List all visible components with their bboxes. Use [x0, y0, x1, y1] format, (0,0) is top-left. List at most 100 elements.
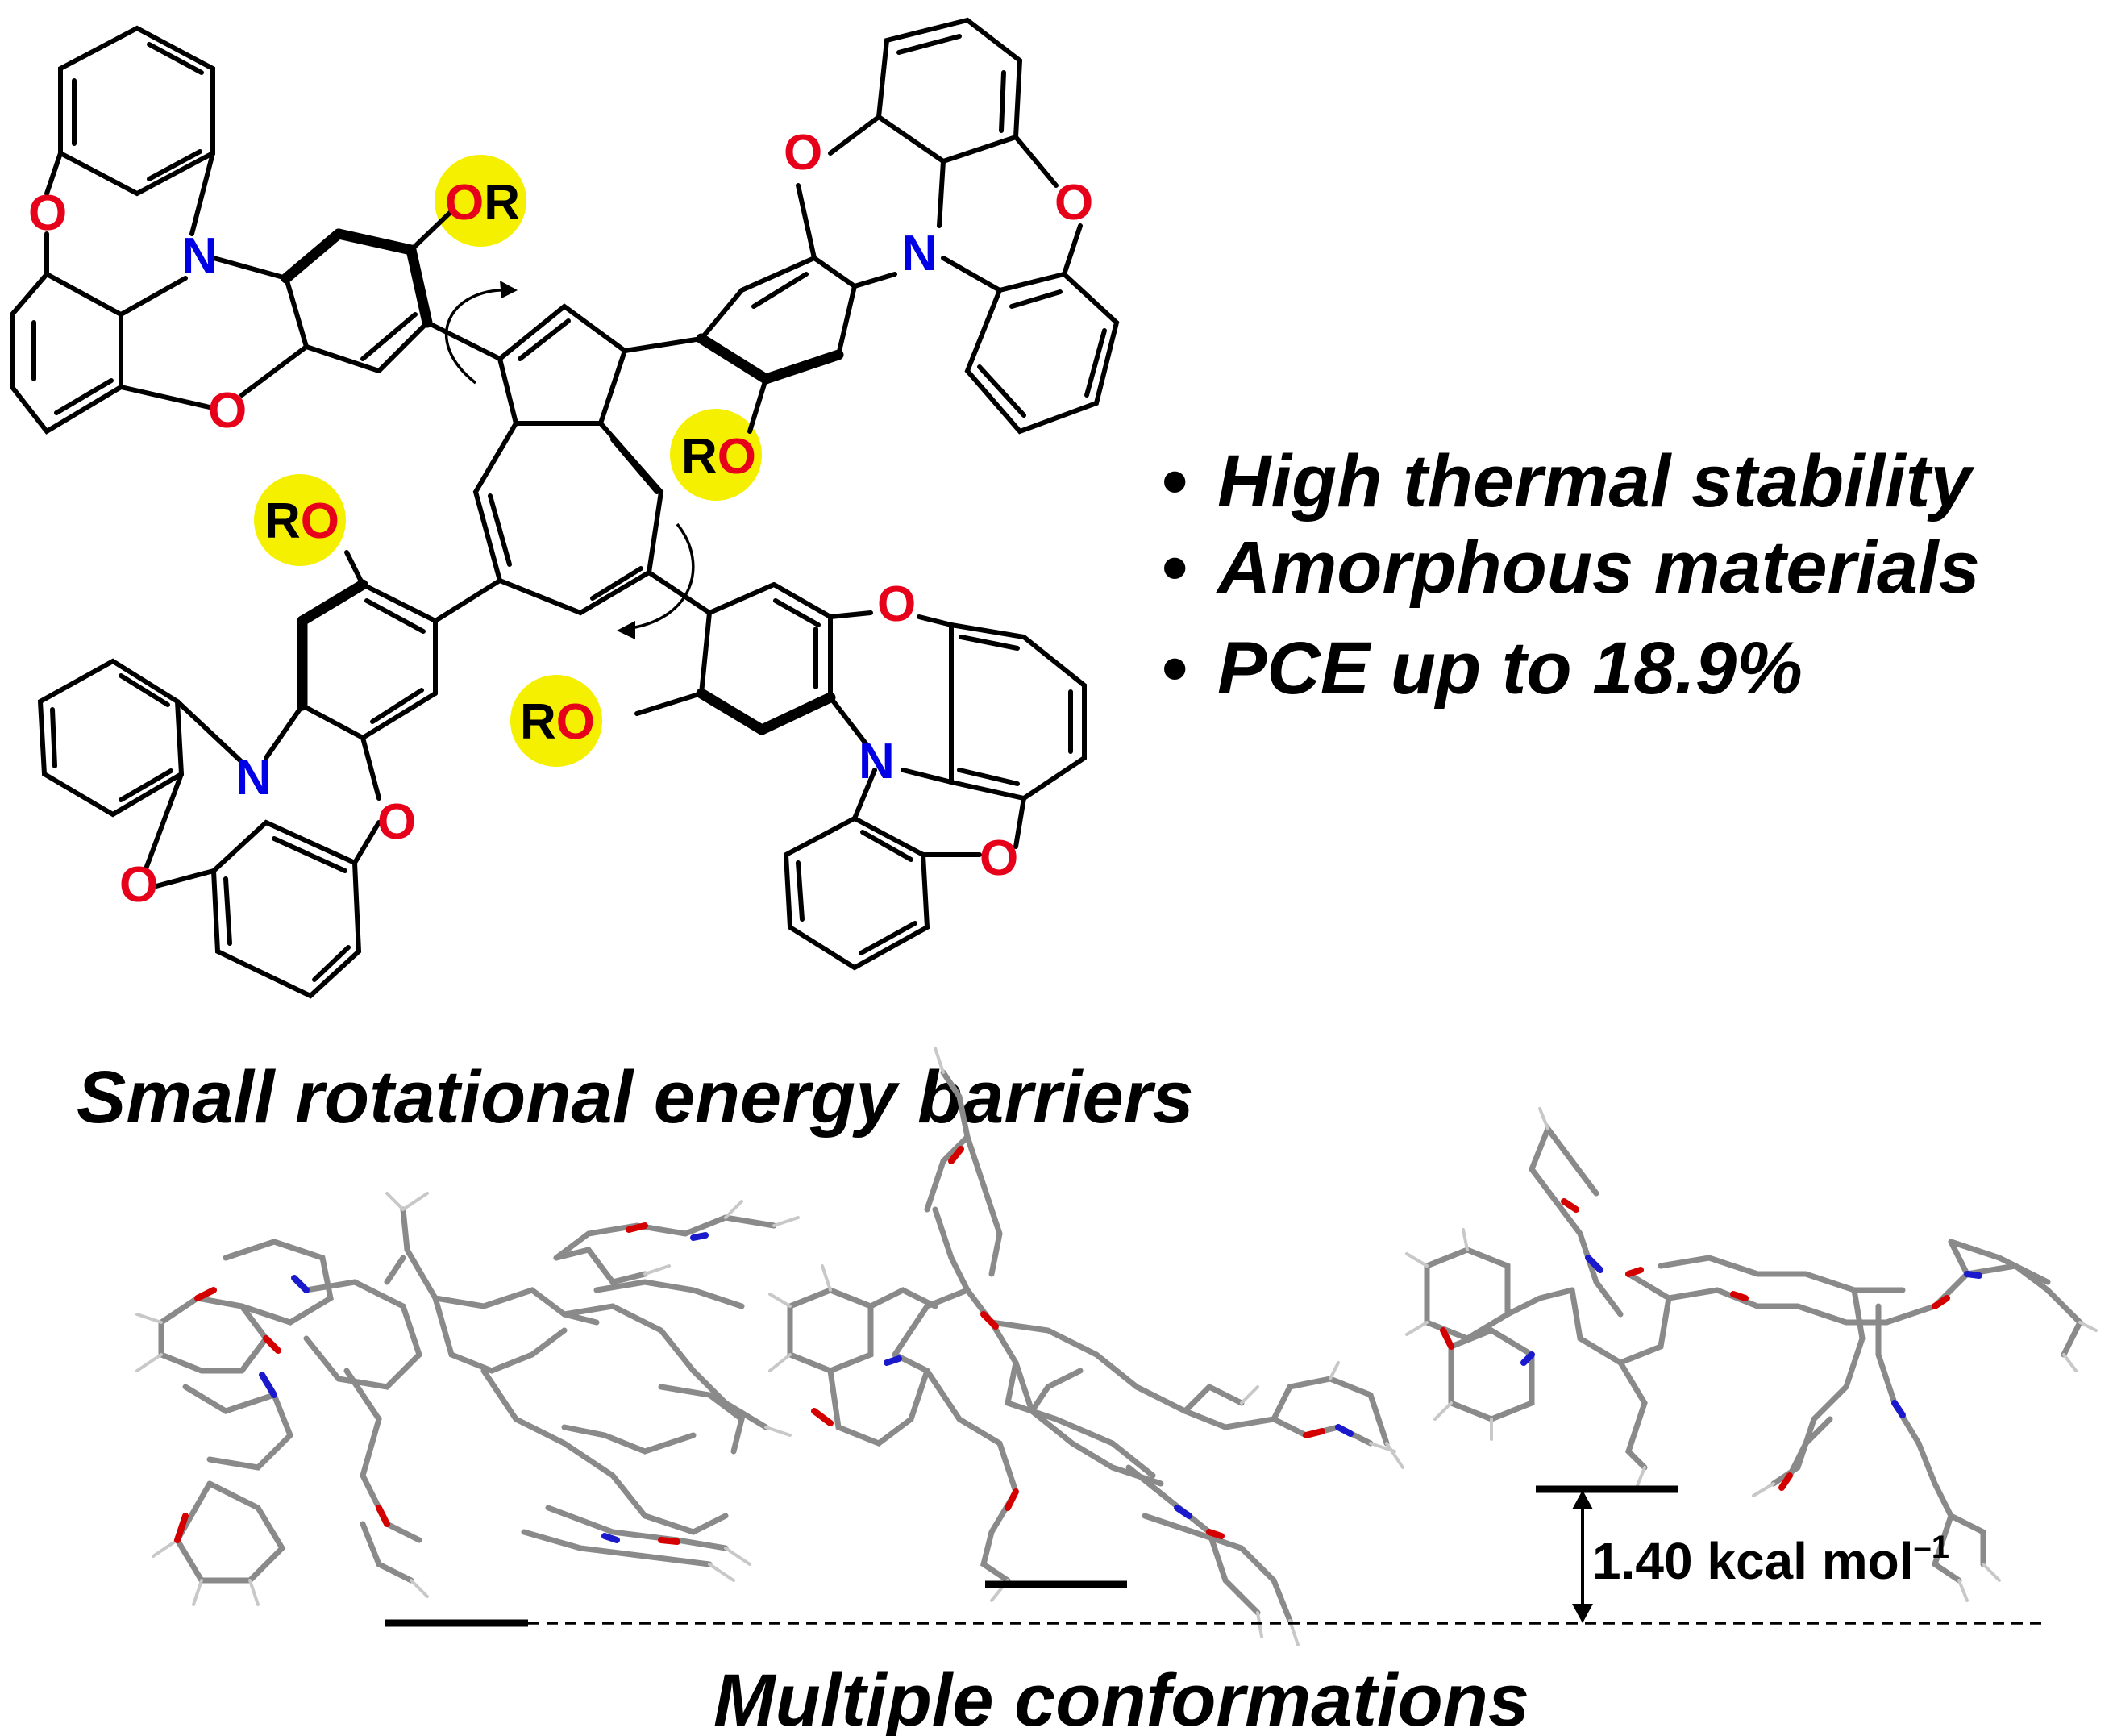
chemical-bond	[360, 582, 438, 623]
conformer-layer	[787, 1069, 1390, 1624]
chemical-bond	[937, 159, 946, 228]
chemical-bond	[300, 703, 365, 740]
chemical-bond	[796, 183, 817, 260]
conformer-heteroatom-stick	[376, 1505, 390, 1527]
chemical-bond	[783, 815, 930, 971]
chemical-bond	[1013, 796, 1026, 849]
conformer-hydrogen-stick	[1240, 1385, 1259, 1405]
ring-bottom-right-benzo-right	[901, 614, 1087, 849]
chemical-bond	[119, 385, 212, 410]
conformer-hydrogen-stick	[1982, 1563, 2001, 1582]
chemical-bond	[370, 688, 424, 724]
conformer-bond-stick	[158, 1295, 270, 1374]
conformer-bond-stick	[1529, 1122, 1599, 1197]
chemical-bond	[1084, 328, 1107, 398]
conformer-heteroatom-stick	[1005, 1488, 1019, 1511]
conformer-bond-stick	[343, 1368, 422, 1543]
chemical-bond	[610, 437, 659, 494]
chemical-bond	[54, 378, 114, 415]
conformer-bond-stick	[553, 1214, 777, 1261]
conformer-bond-stick	[182, 1384, 294, 1471]
conformer-hydrogen-stick	[248, 1579, 260, 1606]
chemical-bond	[119, 768, 173, 802]
chemical-bond	[376, 320, 430, 373]
conformer-bond-stick	[1883, 1239, 1971, 1326]
chemical-bond	[223, 876, 232, 946]
ring-bottom-left-benzo-lower	[151, 819, 381, 999]
rotation-arrow-upper	[444, 289, 513, 385]
conformer-hydrogen-stick	[1538, 1107, 1549, 1130]
molecular-structure	[10, 17, 1120, 999]
conformer-hydrogen-stick	[724, 1547, 751, 1566]
conformer-bond-stick	[1005, 1400, 1156, 1479]
conformer-bond-stick	[1271, 1376, 1390, 1447]
conformer-hydrogen-stick	[1385, 1442, 1404, 1469]
conformer-bond-stick	[561, 1424, 697, 1455]
chemical-bond	[957, 768, 1020, 786]
conformer-bond-stick	[1569, 1271, 1672, 1366]
ring-top-right-benzo-upper	[828, 17, 1059, 228]
conformer-heteroatom-stick	[291, 1275, 310, 1293]
ring-top-left-core	[211, 209, 454, 398]
ring-top-left-benzo-lower	[10, 271, 212, 435]
alkoxy-highlights	[254, 155, 762, 767]
chemical-bond	[264, 703, 305, 760]
chemical-bond	[901, 768, 954, 785]
bullet-glyph: •	[1161, 627, 1187, 710]
conformer-heteroatom-stick	[1778, 1472, 1793, 1491]
conformer-heteroatom-stick	[626, 1222, 648, 1233]
highlight-circle-top-right	[670, 409, 762, 501]
oxygen-label: O	[980, 831, 1018, 886]
chemical-bond	[622, 336, 704, 353]
conformer-bond-stick	[1948, 1239, 2051, 1285]
conformer-hydrogen-stick	[1957, 1579, 1969, 1602]
conformer-layer	[1424, 1122, 2084, 1584]
conformer-bond-stick	[223, 1239, 334, 1326]
chemical-bond	[147, 149, 202, 181]
conformer-hydrogen-stick	[1752, 1482, 1775, 1497]
oxygen-label: O	[1054, 175, 1093, 231]
conformer-hydrogen-stick	[1405, 1321, 1429, 1336]
conformer-heteroatom-stick	[884, 1355, 902, 1366]
conformer-bond-stick	[1125, 1464, 1261, 1616]
nitrogen-label: N	[901, 226, 938, 281]
arrowhead-lower	[617, 621, 635, 639]
nitrogen-label: N	[235, 750, 272, 806]
conformer-hydrogen-stick	[934, 1047, 945, 1074]
chemical-bond	[699, 288, 744, 341]
conformer-hydrogen-stick	[2062, 1353, 2078, 1372]
conformer-bond-stick	[658, 1384, 745, 1455]
ring-top-left-benzo-upper	[58, 25, 215, 197]
oxygen-label: O	[784, 125, 822, 181]
conformer-bond-stick	[1875, 1303, 1922, 1447]
chemical-bond	[647, 570, 712, 615]
conformer-hydrogen-stick	[1288, 1619, 1300, 1646]
ring-bottom-right-core	[634, 582, 873, 752]
conformer-layer	[135, 1192, 800, 1606]
conformer-hydrogen-stick	[385, 1192, 405, 1211]
chemical-bond	[836, 284, 857, 357]
conformer-heteroatom-stick	[1730, 1291, 1749, 1301]
conformer-heteroatom-stick	[1561, 1198, 1579, 1213]
alkoxy-label-ro: RO	[264, 493, 339, 549]
chemical-bond	[518, 318, 571, 361]
conformer-hydrogen-stick	[821, 1264, 832, 1292]
chemical-bond	[859, 921, 917, 955]
chemical-bond	[281, 228, 344, 284]
energy-diagram: 1.40 kcal mol–1	[385, 1485, 2044, 1627]
chemical-bond	[425, 320, 502, 361]
conformer-heteroatom-stick	[263, 1335, 281, 1354]
chemical-bond	[760, 349, 844, 385]
chemical-bond	[58, 25, 215, 197]
rotation-arrow-lower	[624, 522, 695, 631]
conformer-bond-stick	[432, 1295, 568, 1374]
chemical-bond	[1009, 289, 1063, 309]
conformer-heteroatom-stick	[1520, 1351, 1535, 1366]
chemical-bond	[977, 364, 1026, 418]
chemical-bond	[1013, 135, 1059, 188]
chemical-bond	[896, 34, 962, 55]
conformer-bond-stick	[1786, 1416, 1833, 1479]
conformer-bond-stick	[545, 1505, 729, 1551]
highlight-circle-bottom-right	[510, 675, 602, 767]
